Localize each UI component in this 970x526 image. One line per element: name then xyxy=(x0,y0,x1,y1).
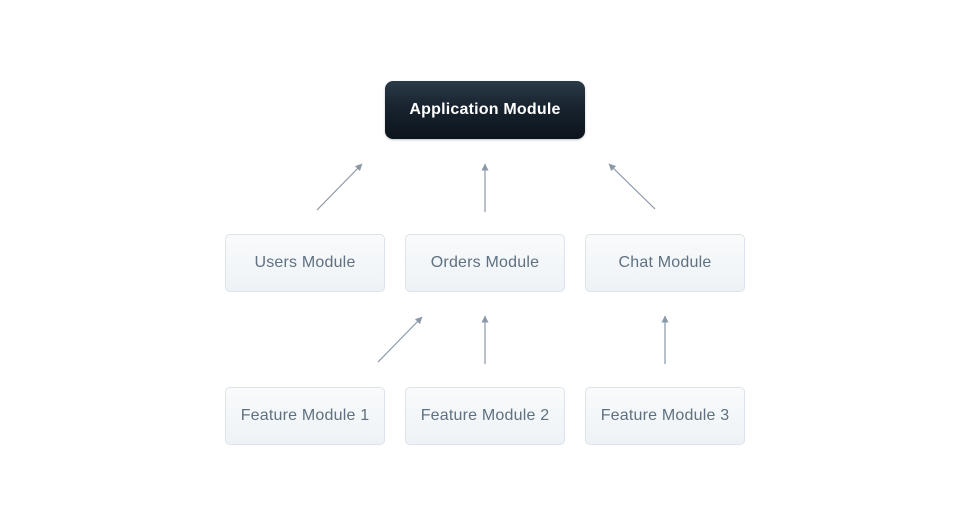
node-feature-module-3: Feature Module 3 xyxy=(585,387,745,445)
arrow-feature1-to-orders xyxy=(377,316,423,363)
node-feature-module-1: Feature Module 1 xyxy=(225,387,385,445)
node-feature-module-1-label: Feature Module 1 xyxy=(240,407,370,424)
node-users-module-label: Users Module xyxy=(254,254,356,271)
node-feature-module-2-label: Feature Module 2 xyxy=(420,407,550,424)
node-orders-module-label: Orders Module xyxy=(430,254,540,271)
node-application-module-label: Application Module xyxy=(409,101,561,118)
arrow-users-to-application xyxy=(316,163,363,211)
node-feature-module-3-label: Feature Module 3 xyxy=(600,407,730,424)
arrow-chat-to-application xyxy=(608,163,656,210)
node-chat-module: Chat Module xyxy=(585,234,745,292)
node-users-module: Users Module xyxy=(225,234,385,292)
node-orders-module: Orders Module xyxy=(405,234,565,292)
node-chat-module-label: Chat Module xyxy=(618,254,712,271)
node-application-module: Application Module xyxy=(385,81,585,139)
node-feature-module-2: Feature Module 2 xyxy=(405,387,565,445)
